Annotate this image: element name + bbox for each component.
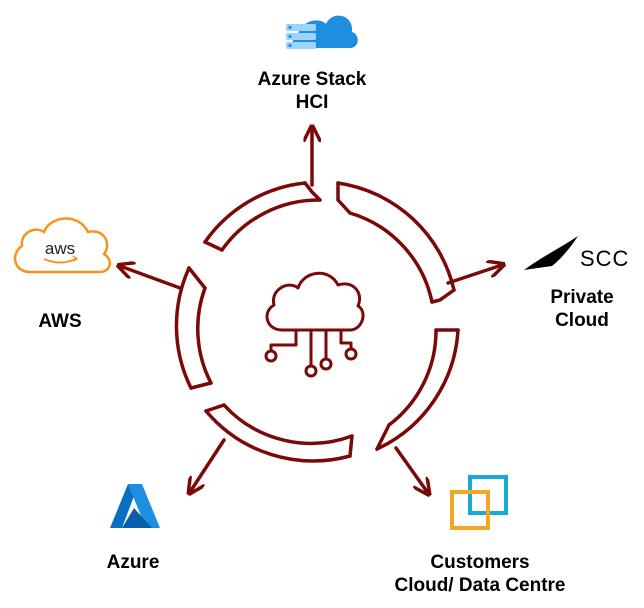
scc-logo-text: SCC <box>580 246 629 271</box>
label-line: HCI <box>295 92 329 113</box>
ring-connector-6 <box>204 403 226 413</box>
ring-outer-arc-5 <box>203 181 307 244</box>
ring-connector-7 <box>189 381 213 390</box>
cloud-network-icon <box>264 271 365 378</box>
ring-inner-arc-5 <box>220 198 322 252</box>
azure-icon <box>110 484 160 528</box>
scc-logo-icon: SCC <box>524 236 629 271</box>
ring-connector-1 <box>336 181 352 215</box>
ring-connector-8 <box>187 266 207 290</box>
label-azure-stack-hci: Azure Stack HCI <box>232 68 392 114</box>
ring-connector-2 <box>430 288 456 304</box>
ring-inner-arc-2 <box>387 328 438 427</box>
ring-outer-arc-2 <box>375 328 460 451</box>
customer-cloud-icon <box>450 475 508 530</box>
label-line: Azure <box>106 552 160 573</box>
label-line: Private <box>550 287 614 308</box>
label-line: Cloud <box>555 310 609 331</box>
label-azure: Azure <box>88 551 178 574</box>
ring-outer-arc-3 <box>204 409 352 463</box>
label-aws: AWS <box>20 310 100 333</box>
label-line: Customers <box>430 552 530 573</box>
ring-inner-arc-1 <box>348 211 434 304</box>
ring-connector-10 <box>303 181 322 202</box>
arrows <box>120 128 502 493</box>
label-line: Azure Stack <box>257 69 367 90</box>
ring-outer-arc-4 <box>174 266 193 390</box>
ring-connector-9 <box>203 240 224 252</box>
ring-inner-arc-3 <box>222 403 354 446</box>
ring-connector-4 <box>375 423 391 451</box>
ring-connector-5 <box>348 434 354 458</box>
arrow-to-aws <box>120 266 182 290</box>
arrow-to-private-cloud <box>446 265 502 285</box>
arrow-to-azure <box>190 438 226 492</box>
ring-outer-arc-1 <box>336 181 456 292</box>
aws-logo-text: aws <box>45 239 75 258</box>
cycle-ring <box>174 181 460 463</box>
label-customers: Customers Cloud/ Data Centre <box>372 551 588 597</box>
label-line: AWS <box>38 311 82 332</box>
label-private-cloud: Private Cloud <box>532 286 632 332</box>
azure-stack-hci-icon <box>286 15 358 49</box>
ring-inner-arc-4 <box>196 286 213 385</box>
aws-icon: aws <box>13 217 112 274</box>
arrow-to-customers <box>394 446 428 493</box>
label-line: Cloud/ Data Centre <box>394 575 566 596</box>
